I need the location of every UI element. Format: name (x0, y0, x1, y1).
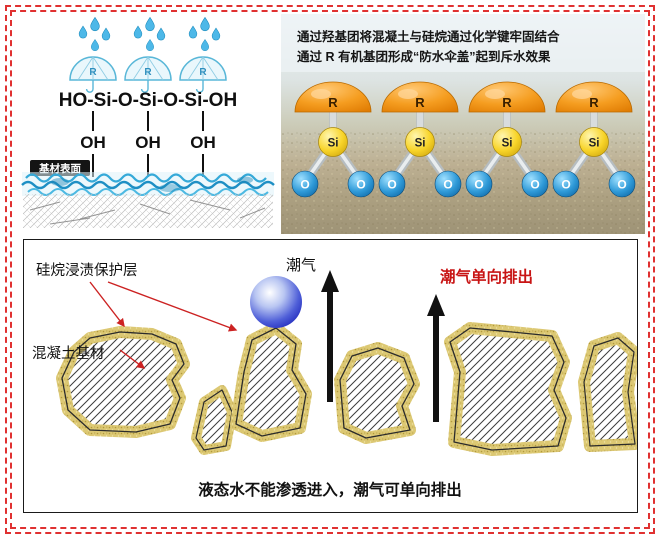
oh-label: OH (135, 133, 161, 152)
caption-backdrop (281, 14, 645, 72)
o-atom-label: O (474, 178, 483, 192)
annotation-lines (89, 281, 238, 369)
rain-droplets-icon (79, 17, 220, 50)
o-atom-label: O (443, 178, 452, 192)
substrate-texture (21, 172, 275, 196)
si-atom-label: Si (328, 138, 339, 150)
umbrella-molecule-panel: 通过羟基团将混凝土与硅烷通过化学键牢固结合 通过 R 有机基团形成“防水伞盖”起… (281, 14, 645, 234)
o-atom-label: O (617, 178, 626, 192)
bottom-caption: 液态水不能渗透进入，潮气可单向排出 (198, 480, 462, 499)
moisture-diagram-panel: 硅烷浸渍保护层 混凝土基材 潮气 潮气单向排出 液态水不能渗透进入，潮气可单向排… (23, 239, 638, 513)
moisture-diagram-svg: 硅烷浸渍保护层 混凝土基材 潮气 潮气单向排出 液态水不能渗透进入，潮气可单向排… (32, 257, 637, 499)
moisture-label: 潮气 (286, 257, 316, 274)
dome-r-label: R (589, 95, 599, 110)
o-atoms: O O O O O O O O (291, 170, 636, 198)
si-o-bonds (301, 138, 626, 186)
concrete-shape (444, 322, 572, 456)
waterproof-umbrella-domes: R R R R (294, 81, 633, 113)
moisture-up-arrow (427, 294, 445, 422)
umbrella-r-label: R (144, 67, 152, 78)
o-atom-label: O (300, 178, 309, 192)
concrete-substrate-label: 混凝土基材 (32, 345, 105, 362)
umbrella-r-label: R (199, 67, 207, 78)
si-atom-label: Si (415, 138, 426, 150)
concrete-shape (230, 322, 312, 442)
umbrella-molecule-svg: 通过羟基团将混凝土与硅烷通过化学键牢固结合 通过 R 有机基团形成“防水伞盖”起… (281, 14, 645, 234)
dome-r-label: R (415, 95, 425, 110)
dome-r-label: R (328, 95, 338, 110)
o-atom-label: O (387, 178, 396, 192)
chemical-bond-svg: R R R HO-Si-O-Si-O-Si-OH OH OH OH 基材表面 (21, 14, 275, 228)
o-atom-label: O (356, 178, 365, 192)
concrete-shape (56, 326, 190, 438)
water-sphere (250, 276, 302, 328)
chemical-bond-panel: R R R HO-Si-O-Si-O-Si-OH OH OH OH 基材表面 (20, 14, 278, 234)
dome-r-label: R (502, 95, 512, 110)
concrete-shapes (56, 322, 637, 456)
oh-label: OH (80, 133, 106, 152)
umbrella-icons: R R R (69, 56, 227, 93)
oh-label: OH (190, 133, 216, 152)
base-material-texture (23, 194, 273, 228)
one-way-release-label: 潮气单向排出 (440, 267, 533, 286)
si-atom-label: Si (589, 138, 600, 150)
o-atom-label: O (530, 178, 539, 192)
substrate-surface-label-text: 基材表面 (38, 162, 81, 175)
silane-formula: HO-Si-O-Si-O-Si-OH (59, 90, 237, 111)
umbrella-r-label: R (89, 67, 97, 78)
caption-line-2: 通过 R 有机基团形成“防水伞盖”起到斥水效果 (297, 49, 551, 64)
concrete-shape (334, 342, 420, 444)
si-oh-bonds (92, 111, 204, 131)
si-atom-label: Si (502, 138, 513, 150)
protective-layer-label: 硅烷浸渍保护层 (36, 262, 138, 279)
concrete-shape (191, 385, 237, 455)
concrete-shape (578, 332, 637, 452)
caption-line-1: 通过羟基团将混凝土与硅烷通过化学键牢固结合 (297, 29, 560, 44)
si-atoms: Si Si Si Si (318, 127, 609, 157)
o-atom-label: O (561, 178, 570, 192)
moisture-up-arrow (321, 270, 339, 402)
